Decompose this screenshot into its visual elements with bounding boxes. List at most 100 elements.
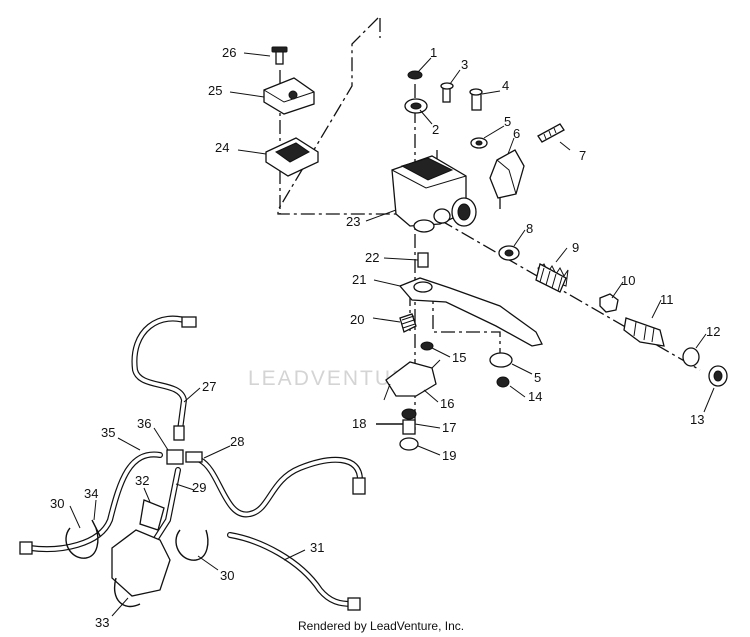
cap-screw-head-26 bbox=[271, 46, 288, 53]
leader-31 bbox=[283, 549, 306, 561]
leader-5 bbox=[483, 125, 505, 139]
part-28-hose-inner bbox=[198, 458, 362, 517]
callout-36: 36 bbox=[137, 416, 151, 431]
callout-5b: 5 bbox=[534, 370, 541, 385]
hose-fittings bbox=[65, 449, 209, 608]
leader-11 bbox=[651, 299, 662, 319]
callout-11: 11 bbox=[660, 292, 674, 307]
part-35-hose-inner bbox=[28, 452, 162, 551]
callout-15: 15 bbox=[452, 350, 466, 365]
callout-leaders bbox=[69, 52, 715, 617]
part-5b-washer bbox=[489, 352, 513, 368]
reservoir-cap-edge bbox=[263, 89, 315, 103]
master-cylinder-body-23 bbox=[391, 155, 477, 233]
part-17-spacer bbox=[402, 419, 416, 435]
part-10-nut bbox=[599, 293, 619, 313]
leader-36 bbox=[153, 427, 169, 451]
handlebar-bore bbox=[457, 203, 471, 221]
reservoir-gasket-center bbox=[275, 142, 310, 163]
leader-27 bbox=[183, 387, 201, 403]
part-16-bracket-tabs bbox=[383, 359, 441, 401]
part-17-washer bbox=[401, 408, 417, 420]
callout-30b: 30 bbox=[220, 568, 234, 583]
part-30b-clamp bbox=[175, 529, 209, 561]
part-27-fitting-top bbox=[181, 316, 197, 328]
leader-15 bbox=[431, 347, 451, 358]
leader-8 bbox=[513, 229, 526, 247]
leader-17 bbox=[414, 423, 441, 429]
part-15-nut bbox=[420, 341, 434, 351]
callout-5: 5 bbox=[504, 114, 511, 129]
bolt-boss bbox=[433, 208, 451, 224]
leader-13 bbox=[703, 387, 715, 413]
part-20-spring-coils bbox=[401, 315, 416, 329]
part-33-bracket bbox=[111, 529, 171, 597]
leader-33 bbox=[111, 597, 129, 617]
leader-1 bbox=[417, 57, 432, 73]
leader-30b bbox=[197, 555, 219, 571]
leader-35 bbox=[117, 437, 141, 451]
part-36-junction bbox=[166, 449, 184, 465]
part-19-bolt-head bbox=[399, 437, 419, 451]
callout-34: 34 bbox=[84, 486, 98, 501]
part-2-boot-hole bbox=[410, 102, 422, 110]
callout-31: 31 bbox=[310, 540, 324, 555]
part-12-seal bbox=[682, 347, 700, 367]
leader-28 bbox=[203, 445, 231, 459]
callout-19: 19 bbox=[442, 448, 456, 463]
callout-8: 8 bbox=[526, 221, 533, 236]
lower-hardware bbox=[376, 352, 513, 451]
callout-9: 9 bbox=[572, 240, 579, 255]
housing-top-edge bbox=[391, 169, 467, 189]
part-21-lever bbox=[398, 277, 543, 347]
leader-14 bbox=[509, 385, 526, 398]
leader-10 bbox=[611, 281, 624, 299]
leader-2 bbox=[419, 109, 433, 125]
callout-3: 3 bbox=[461, 57, 468, 72]
callout-1: 1 bbox=[430, 45, 437, 60]
callout-18: 18 bbox=[352, 416, 366, 431]
leader-4 bbox=[481, 90, 501, 95]
credit-line: Rendered by LeadVenture, Inc. bbox=[298, 619, 464, 633]
guide-line-lever bbox=[432, 290, 501, 358]
part-5-washer-hole bbox=[475, 140, 483, 146]
pivot-boss bbox=[413, 219, 435, 233]
callout-30a: 30 bbox=[50, 496, 64, 511]
leader-6 bbox=[507, 137, 515, 155]
leader-3 bbox=[449, 69, 461, 85]
watermark: LEADVENTURE bbox=[248, 367, 425, 390]
part-1-nut bbox=[407, 70, 423, 80]
part-8-washer-hole bbox=[504, 249, 514, 257]
piston-assembly bbox=[498, 245, 728, 387]
leader-9 bbox=[555, 247, 568, 263]
part-20-spring bbox=[399, 313, 417, 333]
part-14-nut bbox=[496, 376, 510, 388]
callout-17: 17 bbox=[442, 420, 456, 435]
callout-25: 25 bbox=[208, 83, 222, 98]
leader-30a bbox=[69, 505, 81, 529]
part-6-clamp-edge bbox=[496, 159, 517, 195]
part-32-boot bbox=[139, 499, 165, 531]
callout-21: 21 bbox=[352, 272, 366, 287]
part-31-hose bbox=[227, 532, 355, 607]
reservoir-cap-group bbox=[263, 46, 319, 177]
leader-16 bbox=[423, 389, 439, 403]
callout-10: 10 bbox=[621, 273, 635, 288]
callout-14: 14 bbox=[528, 389, 542, 404]
part-31-hose-inner bbox=[228, 533, 354, 606]
watermark-text: LEADVENTURE bbox=[248, 367, 425, 390]
leader-7 bbox=[559, 141, 571, 151]
part-34-clip bbox=[91, 519, 101, 537]
callout-26: 26 bbox=[222, 45, 236, 60]
part-27-hose-inner bbox=[132, 316, 192, 432]
callout-16: 16 bbox=[440, 396, 454, 411]
leader-32 bbox=[143, 487, 151, 503]
leader-12 bbox=[695, 333, 707, 349]
brake-lever-group bbox=[398, 252, 543, 351]
callout-4: 4 bbox=[502, 78, 509, 93]
guide-line-reservoir bbox=[277, 17, 415, 215]
part-31-fitting bbox=[347, 597, 361, 611]
callout-6: 6 bbox=[513, 126, 520, 141]
